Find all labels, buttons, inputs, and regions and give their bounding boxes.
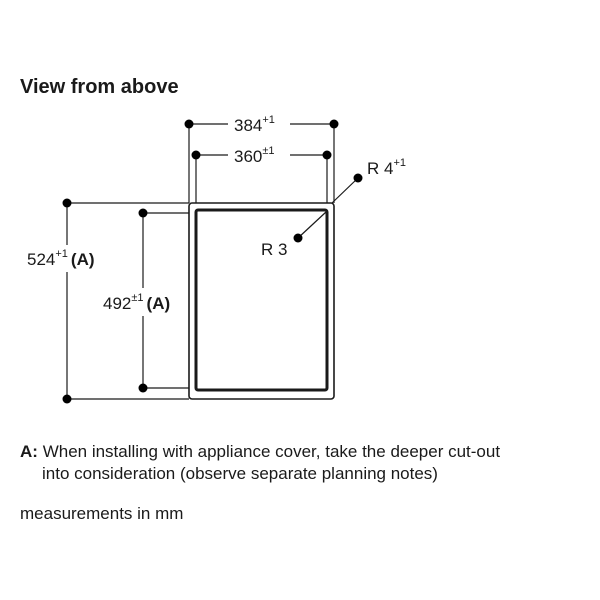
- inner-depth-value: 492: [103, 294, 131, 313]
- page-title: View from above: [20, 76, 179, 98]
- footnote-a: A: When installing with appliance cover,…: [20, 441, 590, 485]
- inner-radius-label: R 3: [261, 240, 287, 259]
- inner-width-label: 360±1: [234, 145, 275, 166]
- inner-cutout-outline: [194, 208, 329, 392]
- units-note: measurements in mm: [20, 504, 184, 523]
- outer-radius-prefix: R 4: [367, 159, 393, 178]
- inner-width-value: 360: [234, 147, 262, 166]
- inner-width-right-dot: [322, 150, 332, 160]
- inner-radius-dot: [293, 233, 303, 243]
- inner-depth-top-dot: [138, 208, 148, 218]
- footnote-line-2: into consideration (observe separate pla…: [42, 464, 438, 483]
- outer-radius-leader: [331, 177, 359, 204]
- inner-depth-ref: (A): [147, 294, 171, 313]
- outer-width-tolerance: +1: [262, 114, 275, 126]
- outer-width-value: 384: [234, 116, 262, 135]
- outer-cutout-outline: [188, 202, 335, 400]
- outer-width-left-dot: [184, 119, 194, 129]
- inner-depth-label: 492±1 (A): [103, 292, 170, 313]
- inner-width-left-dot: [191, 150, 201, 160]
- outer-radius-dot: [353, 173, 363, 183]
- inner-width-tolerance: ±1: [262, 145, 274, 157]
- outer-depth-label: 524+1(A): [27, 248, 95, 269]
- footnote-line-1: When installing with appliance cover, ta…: [42, 442, 501, 461]
- outer-radius-tolerance: +1: [393, 157, 406, 169]
- outer-depth-top-dot: [62, 198, 72, 208]
- outer-width-right-dot: [329, 119, 339, 129]
- outer-depth-value: 524: [27, 250, 55, 269]
- inner-radius-leader: [297, 211, 327, 239]
- inner-depth-tolerance: ±1: [131, 292, 143, 304]
- footnote-key: A:: [20, 442, 38, 461]
- outer-width-label: 384+1: [234, 114, 275, 135]
- outer-depth-tolerance: +1: [55, 248, 68, 260]
- outer-depth-bottom-dot: [62, 394, 72, 404]
- inner-depth-bottom-dot: [138, 383, 148, 393]
- outer-depth-ref: (A): [71, 250, 95, 269]
- outer-radius-label: R 4+1: [367, 157, 406, 178]
